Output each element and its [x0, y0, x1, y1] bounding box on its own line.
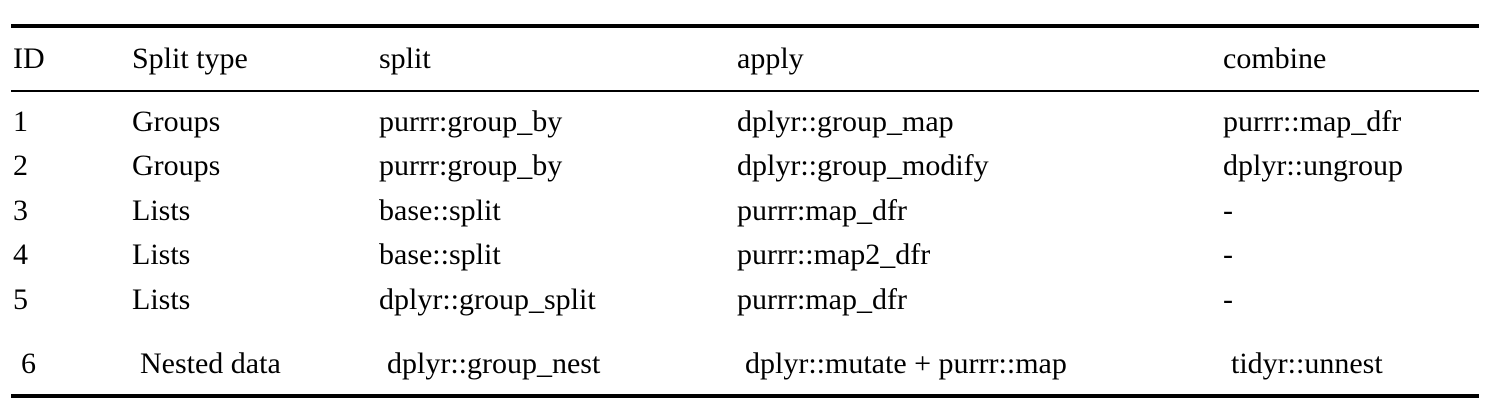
cell-apply: purrr:map_dfr	[737, 283, 907, 316]
cell-split-type: Lists	[132, 238, 191, 271]
cell-combine: -	[1223, 194, 1233, 227]
cell-combine: tidyr::unnest	[1231, 347, 1383, 380]
cell-split-type: Lists	[132, 194, 191, 227]
header-combine: combine	[1223, 42, 1327, 75]
cell-id: 5	[13, 283, 28, 316]
cell-id: 2	[13, 149, 28, 182]
cell-combine: purrr::map_dfr	[1223, 105, 1402, 138]
cell-split-type: Lists	[132, 283, 191, 316]
header-split-type: Split type	[132, 42, 248, 75]
cell-id: 3	[13, 194, 28, 227]
cell-split: base::split	[379, 238, 501, 271]
cell-split: purrr:group_by	[379, 149, 563, 182]
table-bottom-rule	[11, 394, 1479, 398]
cell-split: dplyr::group_nest	[387, 347, 601, 380]
cell-id: 1	[13, 105, 28, 138]
cell-split-type: Groups	[132, 149, 221, 182]
cell-apply: purrr:map_dfr	[737, 194, 907, 227]
cell-combine: -	[1223, 283, 1233, 316]
cell-combine: -	[1223, 238, 1233, 271]
cell-split: base::split	[379, 194, 501, 227]
table-header-rule	[11, 90, 1479, 92]
cell-split-type: Nested data	[140, 347, 281, 380]
table-header-row: ID Split type split apply combine	[0, 39, 1502, 79]
table-row: 5 Lists dplyr::group_split purrr:map_dfr…	[0, 280, 1502, 320]
cell-apply: purrr::map2_dfr	[737, 238, 931, 271]
cell-apply: dplyr::group_map	[737, 105, 954, 138]
cell-id: 6	[21, 347, 36, 380]
header-split: split	[379, 42, 431, 75]
cell-split: purrr:group_by	[379, 105, 563, 138]
table-row: 2 Groups purrr:group_by dplyr::group_mod…	[0, 146, 1502, 186]
table-row: 6 Nested data dplyr::group_nest dplyr::m…	[0, 344, 1502, 384]
table-top-rule	[11, 24, 1479, 28]
table-row: 1 Groups purrr:group_by dplyr::group_map…	[0, 102, 1502, 142]
table-row: 3 Lists base::split purrr:map_dfr -	[0, 191, 1502, 231]
cell-id: 4	[13, 238, 28, 271]
cell-apply: dplyr::mutate + purrr::map	[745, 347, 1067, 380]
header-apply: apply	[737, 42, 804, 75]
table-row: 4 Lists base::split purrr::map2_dfr -	[0, 235, 1502, 275]
header-id: ID	[13, 42, 45, 75]
cell-split-type: Groups	[132, 105, 221, 138]
cell-apply: dplyr::group_modify	[737, 149, 989, 182]
cell-combine: dplyr::ungroup	[1223, 149, 1403, 182]
cell-split: dplyr::group_split	[379, 283, 596, 316]
